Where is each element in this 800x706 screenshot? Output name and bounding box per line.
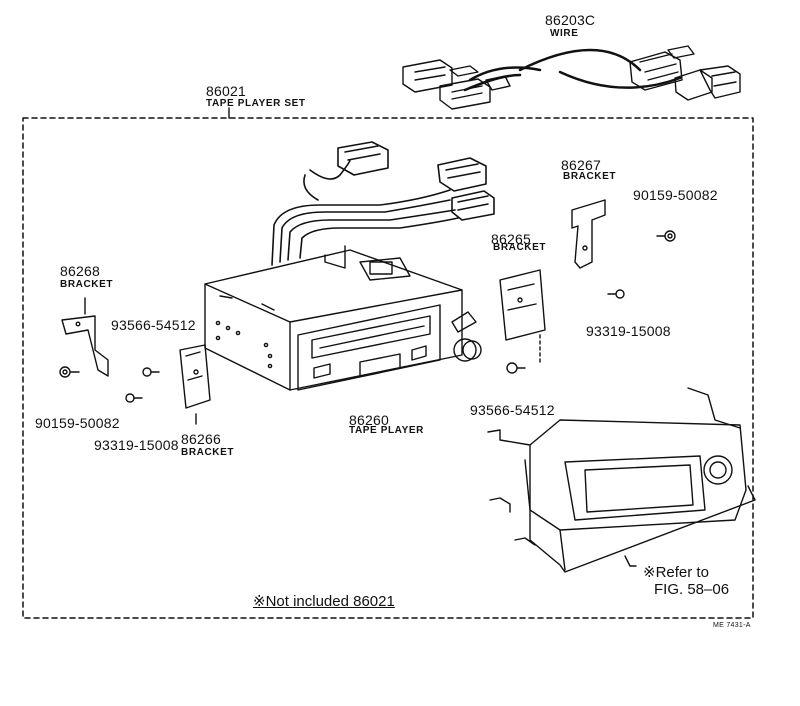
- wire-name: WIRE: [550, 28, 579, 39]
- screw-93566-left-number: 93566-54512: [111, 317, 196, 333]
- bracket-86266-name: BRACKET: [181, 447, 235, 458]
- wire-number: 86203C: [545, 12, 596, 28]
- bracket-86268: [61, 297, 109, 377]
- tape-player-set-boundary: [22, 117, 754, 619]
- not-included-note: ※Not included 86021: [253, 593, 395, 610]
- bracket-86265-name: BRACKET: [493, 242, 547, 253]
- tape-player-body: [204, 245, 482, 391]
- tape-player-set-name: TAPE PLAYER SET: [206, 98, 306, 109]
- bracket-86265: [499, 269, 546, 366]
- tape-player-number: 86260: [349, 412, 389, 428]
- screws: [59, 230, 676, 403]
- tape-player-name: TAPE PLAYER: [349, 425, 424, 436]
- drawing-code: ME 7431-A: [713, 622, 751, 629]
- screw-90159-right-number: 90159-50082: [633, 187, 718, 203]
- screw-93566-right-number: 93566-54512: [470, 402, 555, 418]
- bracket-86268-number: 86268: [60, 263, 100, 279]
- wire-harness: [402, 45, 741, 110]
- tape-player-wiring: [271, 141, 495, 266]
- bracket-86267-name: BRACKET: [563, 171, 617, 182]
- bracket-86265-number: 86265: [491, 231, 531, 247]
- bracket-86268-name: BRACKET: [60, 279, 114, 290]
- screw-93319-right-number: 93319-15008: [586, 323, 671, 339]
- console-bezel: [487, 387, 756, 573]
- screw-90159-left-number: 90159-50082: [35, 415, 120, 431]
- bracket-86267-number: 86267: [561, 157, 601, 173]
- bracket-86266-number: 86266: [181, 431, 221, 447]
- bracket-86267: [571, 199, 606, 269]
- bracket-86266: [179, 344, 211, 425]
- refer-to-line2: FIG. 58–06: [654, 581, 730, 598]
- refer-to-line1: ※Refer to: [643, 564, 709, 581]
- tape-player-set-number: 86021: [206, 83, 246, 99]
- screw-93319-left-number: 93319-15008: [94, 437, 179, 453]
